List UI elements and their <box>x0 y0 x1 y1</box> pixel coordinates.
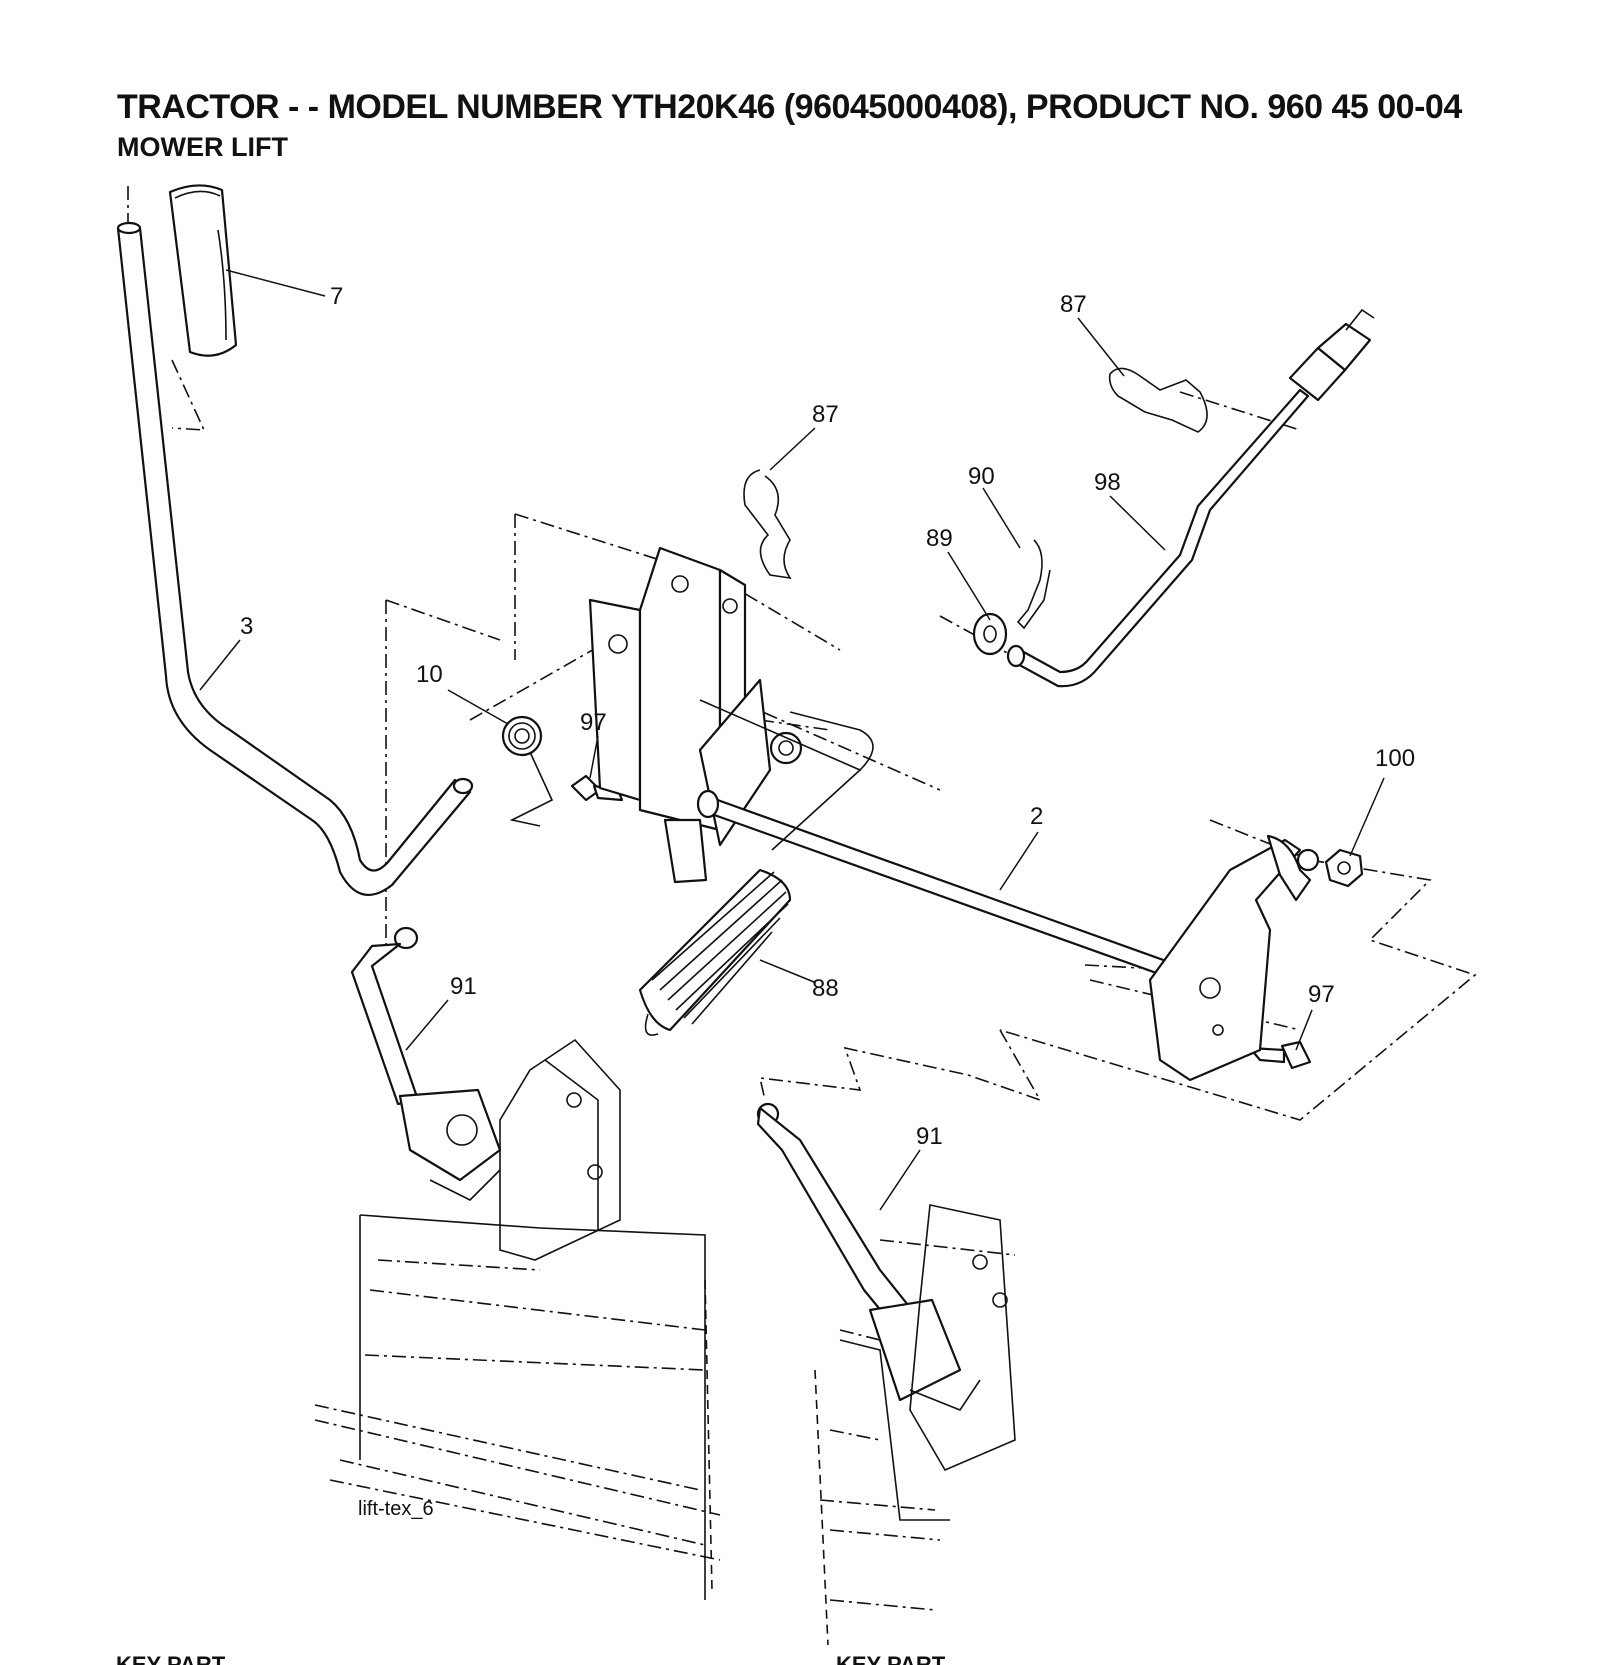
callout-3: 3 <box>240 613 253 640</box>
footer-key-part-left: KEY PART <box>116 1652 226 1665</box>
drawing-reference: lift-tex_6 <box>358 1498 434 1520</box>
lift-handle-grip <box>168 184 238 357</box>
callout-97-left: 97 <box>580 709 607 736</box>
section-subtitle: MOWER LIFT <box>117 132 288 162</box>
lift-bracket <box>588 546 747 832</box>
assembly-guide-lines <box>127 186 1477 1646</box>
page-title: TRACTOR - - MODEL NUMBER YTH20K46 (96045… <box>117 88 1462 126</box>
lift-link-left <box>350 926 502 1201</box>
callout-88: 88 <box>812 975 839 1002</box>
callout-10: 10 <box>416 661 443 688</box>
lift-lever <box>116 221 474 896</box>
cotter-pin <box>1016 539 1051 630</box>
deck-hanger-right <box>909 1204 1016 1472</box>
callout-7: 7 <box>330 283 343 310</box>
callout-91-right: 91 <box>916 1123 943 1150</box>
torsion-spring <box>501 715 554 827</box>
extension-spring <box>638 868 792 1036</box>
hairpin-clip-top <box>1108 367 1208 433</box>
callout-2: 2 <box>1030 803 1043 830</box>
right-lift-arm <box>1148 834 1320 1082</box>
callout-leaders <box>199 269 1385 1211</box>
deck-hanger-left <box>499 1038 621 1261</box>
lift-link-right <box>756 1102 981 1411</box>
adjustment-rod <box>1006 308 1375 688</box>
mower-deck-outline <box>359 1214 950 1600</box>
callout-87-mid: 87 <box>812 401 839 428</box>
flat-washer <box>972 612 1008 656</box>
bolt-right <box>1248 1040 1312 1070</box>
callout-87-top: 87 <box>1060 291 1087 318</box>
hex-nut <box>1324 848 1364 888</box>
hairpin-clip-middle <box>743 469 792 580</box>
footer-key-part-right: KEY PART <box>836 1652 946 1665</box>
callout-labels: 7 87 87 90 98 89 3 10 97 100 2 91 88 97 … <box>240 283 1415 1150</box>
callout-100: 100 <box>1375 745 1415 772</box>
lift-link-wire <box>699 699 874 851</box>
callout-90: 90 <box>968 463 995 490</box>
callout-97-right: 97 <box>1308 981 1335 1008</box>
callout-91-left: 91 <box>450 973 477 1000</box>
callout-98: 98 <box>1094 469 1121 496</box>
callout-89: 89 <box>926 525 953 552</box>
